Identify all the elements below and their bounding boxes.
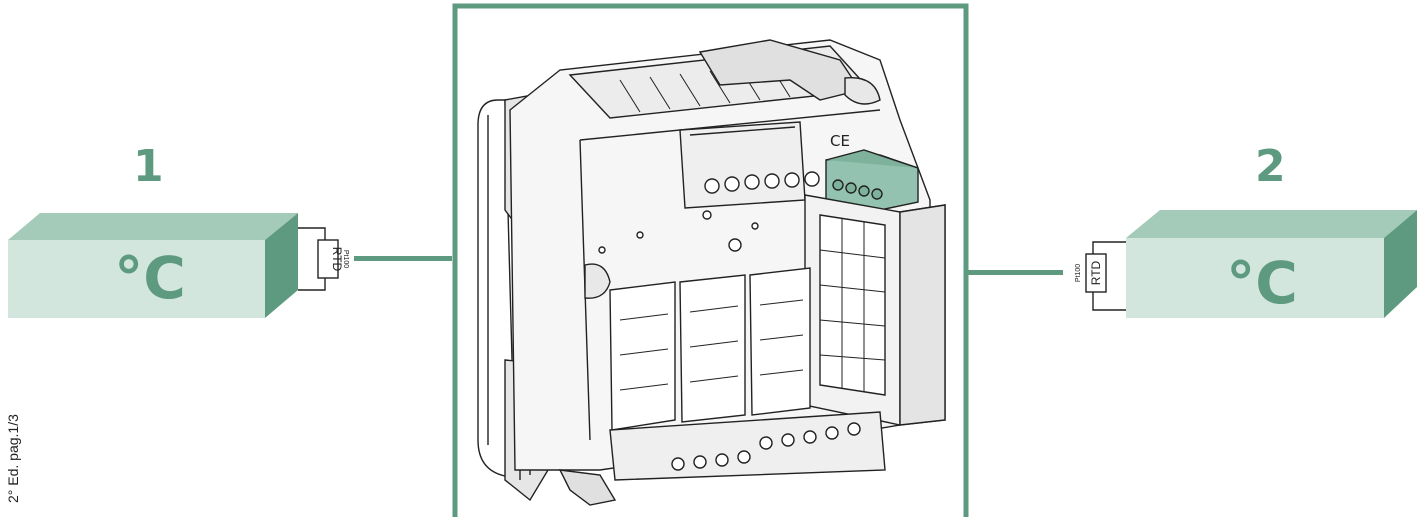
rtd-2-type: Pt100	[1075, 264, 1082, 282]
temperature-sensor-1: °C	[8, 213, 298, 318]
device-illustration: CE	[477, 39, 946, 506]
device-frame	[452, 3, 969, 517]
relay-panels	[609, 267, 811, 431]
sensor-1-top-face	[8, 213, 298, 240]
rtd-1-type: Pt100	[342, 250, 349, 268]
ce-mark: CE	[830, 132, 850, 150]
rtd-probe-2: RTD Pt100	[1075, 241, 1126, 311]
sensor-number-1: 1	[133, 141, 164, 192]
expansion-module	[804, 194, 946, 426]
sensor-2-unit: °C	[1226, 249, 1298, 317]
rtd-1-label: RTD	[330, 247, 344, 272]
cable-2	[966, 270, 1063, 275]
sensor-1-unit: °C	[114, 244, 186, 312]
sensor-1-front-face	[8, 240, 265, 318]
top-terminal-screws	[704, 171, 820, 194]
green-connector	[825, 149, 919, 211]
sensor-2-front-face	[1126, 238, 1384, 318]
sensor-1-side-face	[265, 213, 298, 318]
bottom-terminal-screws	[671, 422, 861, 471]
rtd-probe-1: RTD Pt100	[298, 227, 349, 291]
sensor-2-side-face	[1384, 210, 1417, 318]
sensor-2-top-face	[1126, 210, 1417, 238]
cable-1	[354, 256, 452, 261]
sensor-number-2: 2	[1255, 141, 1286, 192]
temperature-sensor-2: °C	[1126, 210, 1417, 318]
rtd-2-label: RTD	[1089, 260, 1103, 285]
